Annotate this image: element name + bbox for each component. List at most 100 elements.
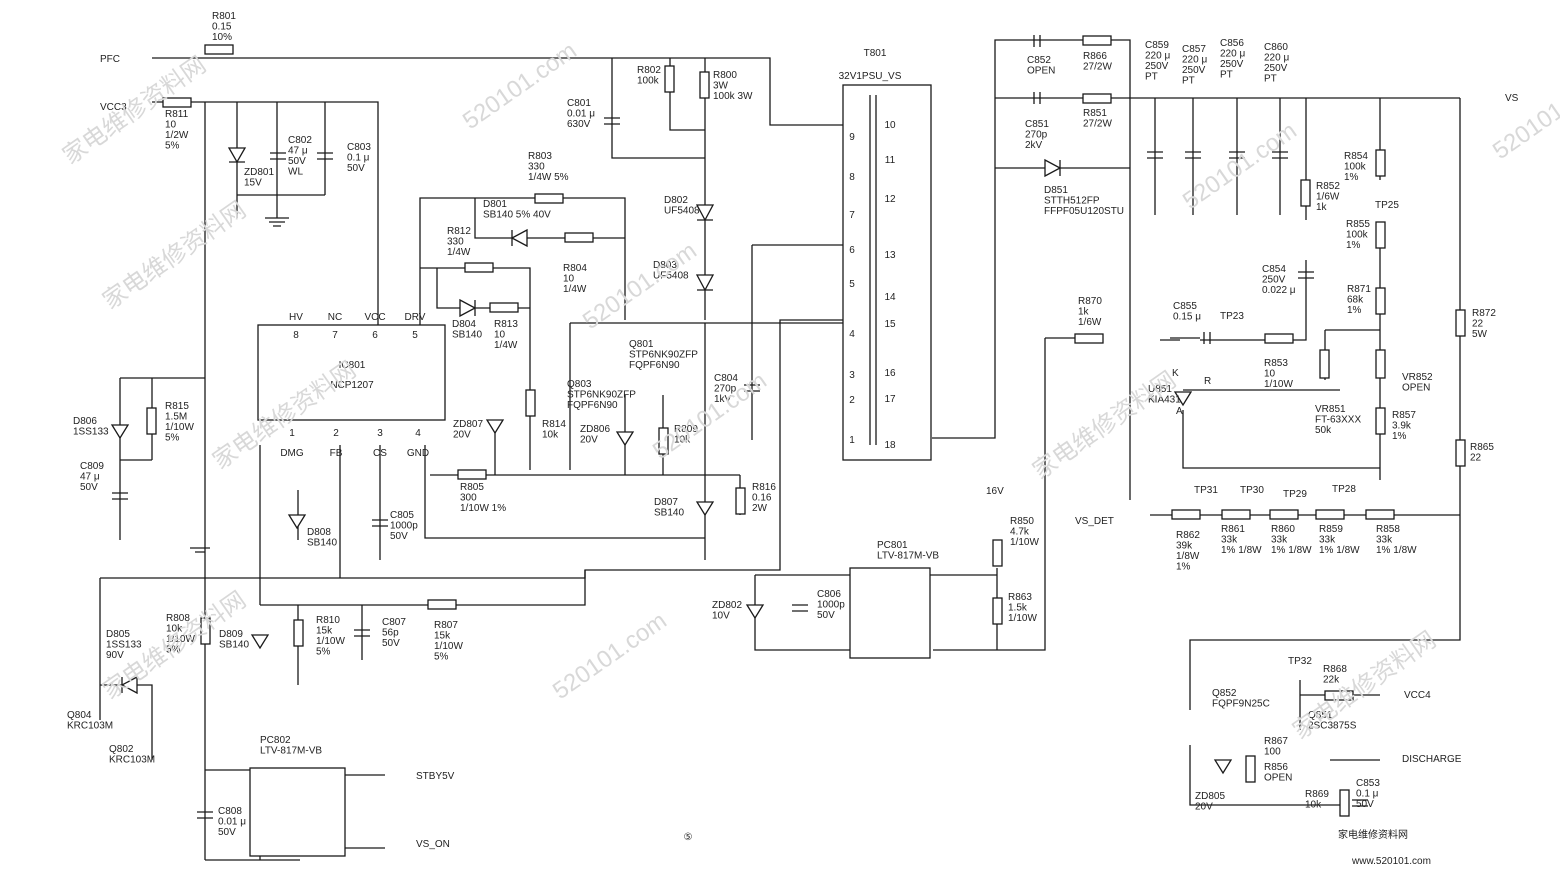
ic801-bottom-pin-name: DMG — [280, 448, 304, 459]
q804-label: KRC103M — [67, 721, 113, 732]
vr851-label: 50k — [1315, 425, 1332, 436]
u851-label: KIA431 — [1148, 395, 1181, 406]
ic801-top-pin-name: HV — [289, 312, 303, 323]
zd806-label: 20V — [580, 435, 598, 446]
r814-label: 10k — [542, 430, 559, 441]
transformer-right-pin: 18 — [884, 440, 896, 451]
zd801-label: 15V — [244, 178, 262, 189]
ic801-bottom-pin-num: 4 — [415, 428, 421, 439]
r815-label: 1/10W — [165, 422, 194, 433]
r813-label: 1/4W — [494, 340, 518, 351]
watermark: 家电维修资料网 — [98, 196, 251, 314]
c801-label: 0.01 μ — [567, 109, 595, 120]
d851-label: D851 — [1044, 185, 1068, 196]
ic801-body — [257, 324, 446, 421]
c853-label: 50V — [1356, 799, 1374, 810]
c859-label: C859 — [1145, 40, 1169, 51]
c808-label: 0.01 μ — [218, 817, 246, 828]
ic801-top-pin-name: DRV — [405, 312, 426, 323]
c802-label: WL — [288, 167, 303, 178]
r862-label: 39k — [1176, 541, 1193, 552]
r815-label: 5% — [165, 433, 180, 444]
r857-label: R857 — [1392, 410, 1416, 421]
r854-label: 100k — [1344, 162, 1367, 173]
r865-label: R865 — [1470, 442, 1494, 453]
r814-label: R814 — [542, 419, 566, 430]
r854-label: 1% — [1344, 172, 1359, 183]
transformer-left-pin: 6 — [849, 245, 855, 256]
r803-label: 1/4W 5% — [528, 172, 569, 183]
watermark: 520101.com — [648, 367, 772, 465]
watermark: 家电维修资料网 — [1028, 366, 1181, 484]
r855-label: 1% — [1346, 240, 1361, 251]
zd802-label: ZD802 — [712, 600, 742, 611]
c860-label: C860 — [1264, 42, 1288, 53]
transformer-right-pin: 14 — [884, 292, 896, 303]
r856-label: OPEN — [1264, 773, 1292, 784]
watermark: 家电维修资料网 — [1288, 626, 1441, 744]
c809-label: 50V — [80, 482, 98, 493]
r871-label: R871 — [1347, 284, 1371, 295]
c806-label: C806 — [817, 589, 841, 600]
d851-label: FFPF05U120STU — [1044, 206, 1124, 217]
r861-label: 33k — [1221, 535, 1238, 546]
c857-label: PT — [1182, 76, 1195, 87]
transformer-right-pin: 11 — [885, 155, 896, 166]
ic801-bottom-pin-num: 1 — [289, 428, 295, 439]
ic801-bottom-pin-name: GND — [407, 448, 429, 459]
net-vs-det: VS_DET — [1075, 516, 1114, 527]
q801-label: STP6NK90ZFP — [629, 350, 698, 361]
c854-label: 250V — [1262, 275, 1286, 286]
r808-label: 1/10W — [166, 634, 195, 645]
transformer-left-pin: 5 — [849, 279, 855, 290]
r805-label: 1/10W 1% — [460, 503, 506, 514]
c803-label: C803 — [347, 142, 371, 153]
r802-label: 100k — [637, 76, 660, 87]
r805-label: 300 — [460, 493, 477, 504]
c809-label: 47 μ — [80, 472, 100, 483]
ic801-bottom-pin-name: FB — [330, 448, 343, 459]
r853-label: 1/10W — [1264, 379, 1293, 390]
r857-label: 1% — [1392, 431, 1407, 442]
r805-label: R805 — [460, 482, 484, 493]
q802-label: KRC103M — [109, 755, 155, 766]
c860-label: PT — [1264, 74, 1277, 85]
r866-label: 27/2W — [1083, 62, 1112, 73]
r816-label: 0.16 — [752, 493, 772, 504]
r867-label: 100 — [1264, 747, 1281, 758]
r852-label: 1/6W — [1316, 192, 1340, 203]
r802-label: R802 — [637, 65, 661, 76]
d806-label: 1SS133 — [73, 427, 109, 438]
test-point-label: TP30 — [1240, 485, 1264, 496]
q803-label: FQPF6N90 — [567, 400, 618, 411]
r871-label: 1% — [1347, 305, 1362, 316]
r855-label: 100k — [1346, 230, 1369, 241]
r816-label: R816 — [752, 482, 776, 493]
r800-label: 3W — [713, 81, 729, 92]
ic801-top-pin-num: 5 — [412, 330, 418, 341]
transformer-right-pin: 10 — [884, 120, 896, 131]
d805-label: 1SS133 — [106, 640, 142, 651]
watermark: 520101.com — [548, 607, 672, 705]
zd801-label: ZD801 — [244, 167, 274, 178]
watermark: 520101.com — [1178, 117, 1302, 215]
r803-label: R803 — [528, 151, 552, 162]
c802-label: 50V — [288, 156, 306, 167]
c857-label: 220 μ — [1182, 55, 1207, 66]
net-discharge: DISCHARGE — [1402, 754, 1462, 765]
c801-label: 630V — [567, 119, 591, 130]
q851-label: Q851 — [1308, 710, 1333, 721]
r810-label: R810 — [316, 615, 340, 626]
ic801-top-pin-name: VCC — [364, 312, 385, 323]
net-stby5v: STBY5V — [416, 771, 455, 782]
r853-label: R853 — [1264, 358, 1288, 369]
r868-label: 22k — [1323, 675, 1340, 686]
test-point-label: TP25 — [1375, 200, 1399, 211]
c801-label: C801 — [567, 98, 591, 109]
watermark: 520101.com — [1488, 67, 1560, 165]
c804-label: 270p — [714, 384, 737, 395]
c808-label: 50V — [218, 827, 236, 838]
r815-label: R815 — [165, 401, 189, 412]
r815-label: 1.5M — [165, 412, 187, 423]
